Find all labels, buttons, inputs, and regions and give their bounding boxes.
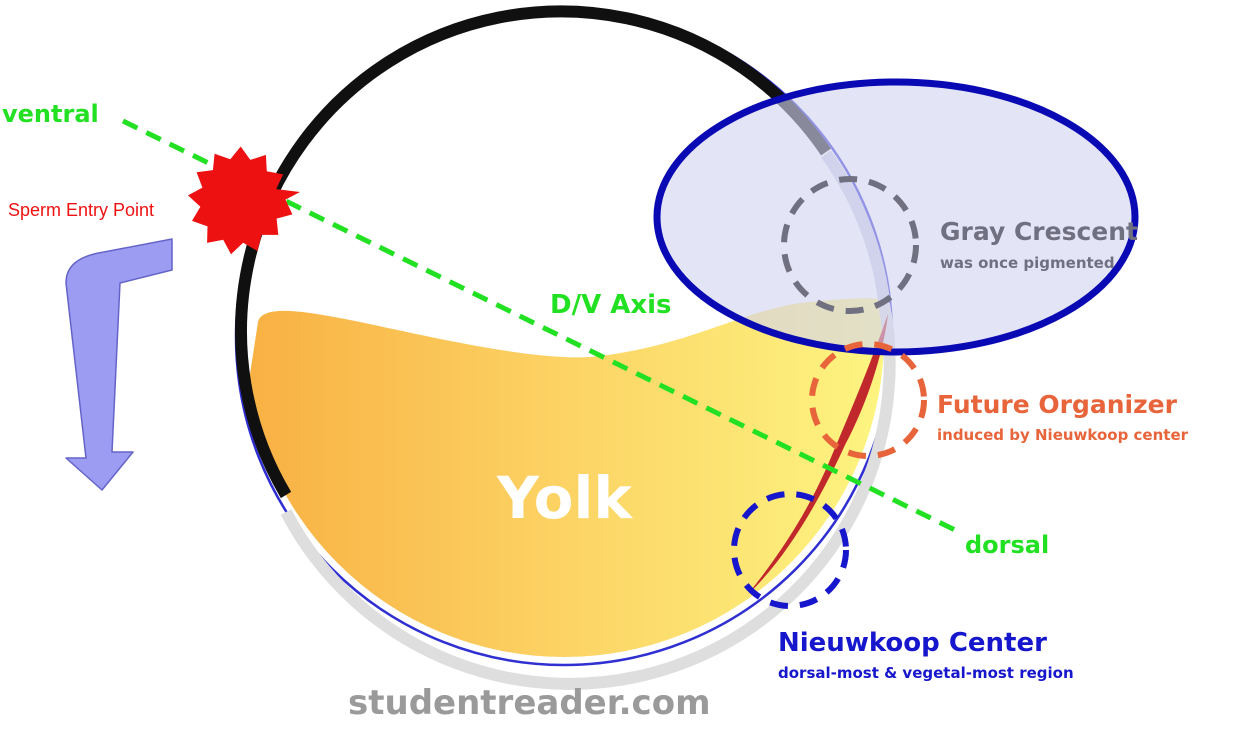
vegetal-band: [280, 302, 896, 690]
watermark: studentreader.com: [348, 683, 711, 723]
organizer-marker: [809, 341, 927, 459]
yolk-label: Yolk: [496, 464, 633, 532]
dv-axis-label: D/V Axis: [550, 290, 672, 320]
gray-crescent-ellipse: [653, 78, 1139, 356]
dorsal-label: dorsal: [965, 531, 1049, 559]
organizer-subtitle: induced by Nieuwkoop center: [937, 426, 1189, 444]
nieuwkoop-title: Nieuwkoop Center: [778, 628, 1047, 658]
sperm-entry-label: Sperm Entry Point: [8, 200, 154, 220]
rotation-arrow: [65, 238, 173, 491]
ventral-label: ventral: [2, 100, 99, 128]
sperm-entry-star: [188, 146, 300, 255]
nieuwkoop-marker: [731, 491, 849, 609]
pigment-band: [235, 5, 831, 499]
organizer-title: Future Organizer: [937, 390, 1178, 419]
gray-crescent-marker: [781, 176, 919, 314]
gray-crescent-title: Gray Crescent: [940, 217, 1138, 246]
nieuwkoop-subtitle: dorsal-most & vegetal-most region: [778, 664, 1074, 682]
gray-crescent-subtitle: was once pigmented: [940, 254, 1115, 272]
